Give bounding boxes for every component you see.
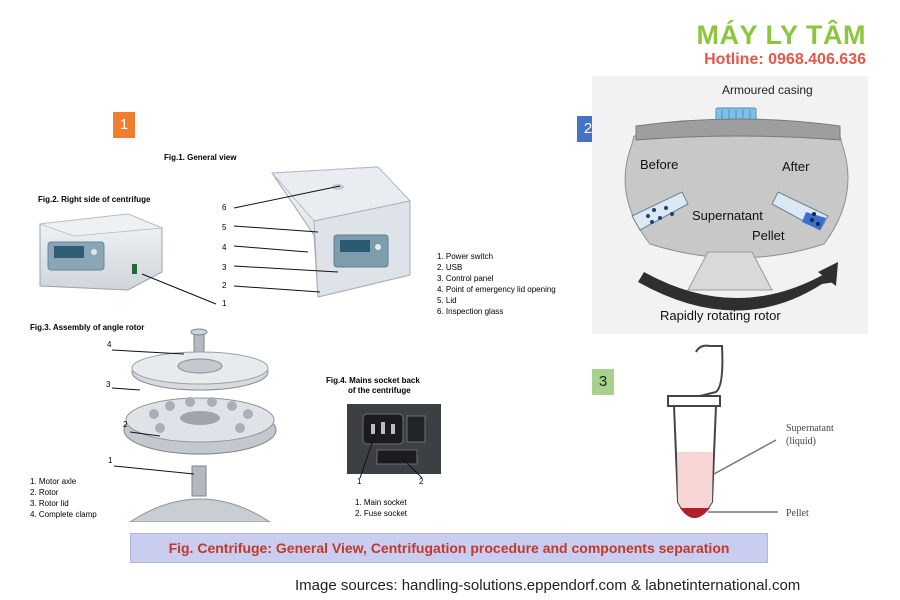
tube-separation-illustration [667, 344, 778, 518]
fig4-callout-2: 2 [419, 477, 424, 486]
fig3-legend-item: 2. Rotor [30, 488, 59, 497]
fig3-callout-3: 3 [106, 380, 111, 389]
fig4-title-line1: Fig.4. Mains socket back [326, 376, 420, 385]
fig4-callout-1: 1 [357, 477, 362, 486]
fig1-title: Fig.1. General view [164, 153, 237, 162]
fig1-callout-5: 5 [222, 223, 227, 232]
fig1-callout-2: 2 [222, 281, 227, 290]
fig4-title-line2: of the centrifuge [348, 386, 411, 395]
fig1-legend-item: 6. Inspection glass [437, 307, 504, 316]
fig4-legend-item: 2. Fuse socket [355, 509, 408, 518]
fig1-callout-1: 1 [222, 299, 227, 308]
image-sources: Image sources: handling-solutions.eppend… [295, 577, 801, 594]
mains-socket-illustration [347, 404, 441, 474]
fig1-legend-item: 5. Lid [437, 296, 457, 305]
fig3-legend: 1. Motor axle 2. Rotor 3. Rotor lid 4. C… [30, 476, 97, 520]
fig1-legend-item: 4. Point of emergency lid opening [437, 285, 556, 294]
fig3-legend-item: 3. Rotor lid [30, 499, 69, 508]
rotor-assembly-illustration [123, 328, 277, 522]
fig1-callout-4: 4 [222, 243, 227, 252]
fig1-legend-item: 1. Power switch [437, 252, 494, 261]
fig2-leader-line [141, 273, 217, 305]
armoured-casing-label: Armoured casing [722, 83, 813, 97]
fig3-callout-1: 1 [108, 456, 113, 465]
brand-hotline: Hotline: 0968.406.636 [704, 51, 866, 68]
fig2-title: Fig.2. Right side of centrifuge [38, 195, 151, 204]
fig1-legend-item: 3. Control panel [437, 274, 494, 283]
fig4-legend: 1. Main socket 2. Fuse socket [355, 497, 407, 519]
centrifuge-side-illustration [39, 213, 163, 291]
fig3-legend-item: 1. Motor axle [30, 477, 77, 486]
fig1-leader-lines [233, 185, 341, 293]
pellet-label-panel2: Pellet [752, 228, 785, 243]
rotating-rotor-label: Rapidly rotating rotor [660, 308, 781, 323]
centrifuge-general-illustration [270, 166, 411, 298]
fig1-legend-item: 2. USB [437, 263, 463, 272]
fig1-legend: 1. Power switch 2. USB 3. Control panel … [437, 251, 556, 317]
fig1-callout-3: 3 [222, 263, 227, 272]
supernatant-label-panel2: Supernatant [692, 208, 763, 223]
brand-block: MÁY LY TÂM Hotline: 0968.406.636 [696, 20, 866, 70]
pellet-label-panel3: Pellet [786, 508, 809, 519]
liquid-label-panel3: (liquid) [786, 436, 816, 447]
fig1-callout-6: 6 [222, 203, 227, 212]
centrifugation-procedure-illustration [592, 76, 868, 334]
fig4-leader-lines [359, 425, 423, 479]
fig3-legend-item: 4. Complete clamp [30, 510, 97, 519]
fig3-leader-lines [111, 349, 195, 475]
fig3-callout-2: 2 [123, 420, 128, 429]
brand-title: MÁY LY TÂM [696, 20, 866, 50]
before-label: Before [640, 157, 679, 172]
panel-badge-1: 1 [113, 112, 135, 138]
figure-caption: Fig. Centrifuge: General View, Centrifug… [168, 540, 730, 556]
fig3-title: Fig.3. Assembly of angle rotor [30, 323, 145, 332]
figure-caption-box: Fig. Centrifuge: General View, Centrifug… [130, 533, 768, 563]
after-label: After [782, 159, 810, 174]
panel-badge-3: 3 [592, 369, 614, 395]
fig3-callout-4: 4 [107, 340, 112, 349]
fig4-legend-item: 1. Main socket [355, 498, 407, 507]
supernatant-label-panel3: Supernatant [786, 423, 834, 434]
